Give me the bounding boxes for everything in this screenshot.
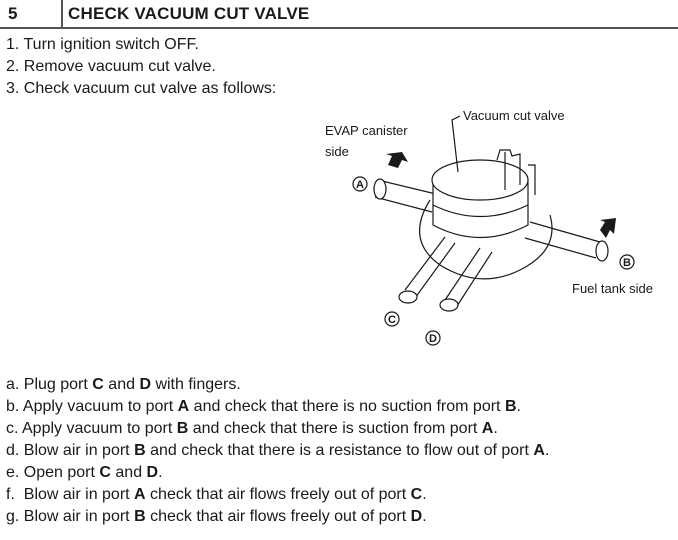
valve-top [431,159,529,201]
port-ref: B [134,508,146,525]
check-text: check that air flows freely out of port [145,508,411,525]
fuel-arrow-icon [600,218,616,238]
check-text: and [103,376,140,393]
port-ref: A [533,442,545,459]
label-fuel-tank-side: Fuel tank side [572,281,653,296]
port-ref: B [504,398,517,415]
check-text: b. Apply vacuum to port [6,398,178,415]
check-text: and check that there is suction from por… [188,420,482,437]
port-b-end [595,240,609,262]
check-step-a: a. Plug port C and D with fingers. [6,376,241,394]
step-title: CHECK VACUUM CUT VALVE [68,4,310,23]
check-text: and check that there is a resistance to … [145,442,534,459]
check-step-f: f. Blow air in port A check that air flo… [6,486,427,504]
instruction-2: 2. Remove vacuum cut valve. [6,58,216,75]
port-ref: A [134,486,146,503]
check-text: f. Blow air in port [6,486,135,503]
check-text: . [422,486,427,503]
port-label-b: B [619,254,635,270]
label-evap-side: side [325,144,349,159]
check-text: . [544,442,550,459]
port-b-tube [524,221,601,259]
label-vacuum-cut-valve: Vacuum cut valve [463,108,565,123]
port-a-tube [374,179,441,213]
svg-text:C: C [388,314,396,326]
check-text: c. Apply vacuum to port [6,420,177,437]
check-text: and check that there is no suction from … [189,398,505,415]
port-ref: B [134,442,146,459]
port-ref: B [176,420,189,437]
port-ref: D [146,464,159,481]
svg-text:A: A [356,179,364,191]
port-d-tube [444,247,493,307]
check-step-b: b. Apply vacuum to port A and check that… [6,398,521,416]
check-text: e. Open port [6,464,100,481]
port-ref: D [410,508,423,525]
check-text: and [110,464,147,481]
label-evap-canister: EVAP canister [325,123,408,138]
check-step-g: g. Blow air in port B check that air flo… [6,508,427,526]
port-c-tube [404,236,456,299]
valve-leader-line [451,115,461,173]
port-ref: C [410,486,423,503]
check-step-e: e. Open port C and D. [6,464,163,482]
port-label-c: C [384,311,400,327]
port-label-d: D [425,330,441,346]
port-ref: A [481,420,494,437]
check-step-d: d. Blow air in port B and check that the… [6,442,549,460]
check-step-c: c. Apply vacuum to port B and check that… [6,420,498,438]
header-divider [61,0,63,27]
port-ref: C [99,464,111,481]
check-text: a. Plug port [6,376,93,393]
check-text: . [158,464,163,481]
body-ridge [432,204,529,218]
check-text: . [422,508,427,525]
step-header: 5 CHECK VACUUM CUT VALVE [0,0,678,29]
svg-text:B: B [623,257,631,269]
port-a-end [373,178,387,200]
check-text: . [493,420,498,437]
svg-text:D: D [429,333,437,345]
instruction-3: 3. Check vacuum cut valve as follows: [6,80,277,97]
port-label-a: A [352,176,368,192]
port-ref: A [177,398,190,415]
check-text: d. Blow air in port [6,442,135,459]
check-text: check that air flows freely out of port [145,486,411,503]
check-text: g. Blow air in port [6,508,135,525]
check-text: with fingers. [151,376,241,393]
port-ref: D [139,376,151,393]
port-c-end [398,290,418,304]
port-ref: C [92,376,104,393]
check-text: . [516,398,521,415]
evap-arrow-icon [386,152,408,168]
step-number: 5 [8,4,18,23]
instruction-1: 1. Turn ignition switch OFF. [6,36,199,53]
connector-clip [496,149,536,195]
port-d-end [439,298,459,312]
